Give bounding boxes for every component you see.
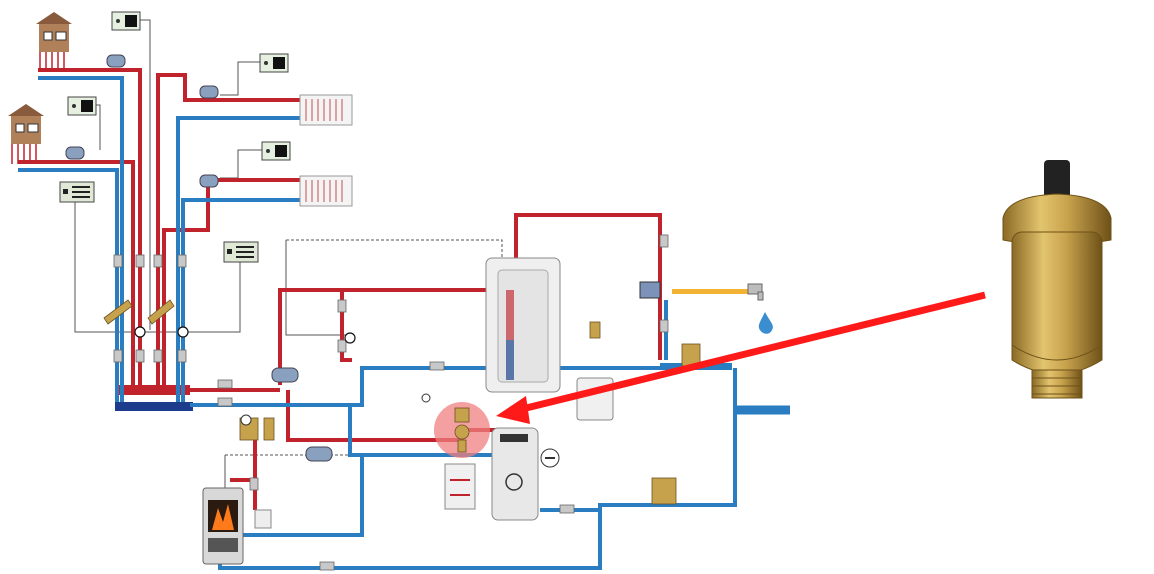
highlighted-valve-group	[454, 407, 470, 453]
house-icon	[36, 12, 72, 72]
heat-pump-icon	[491, 427, 560, 521]
pumps	[134, 326, 356, 344]
red-arrow	[509, 291, 986, 416]
hot-water-cylinder	[444, 463, 476, 510]
controller-icon	[223, 241, 259, 263]
thermostat-icon	[67, 96, 97, 116]
thermostat-icon	[261, 141, 291, 161]
hot-manifold	[118, 385, 190, 395]
wood-stove-icon	[202, 487, 244, 565]
thermometer-icon	[421, 393, 431, 403]
pressure-reducing-valve	[651, 343, 701, 505]
pressure-gauge-icon	[240, 414, 252, 426]
small-valves	[113, 234, 669, 571]
red-arrow-head	[496, 396, 530, 424]
cold-pipes	[18, 76, 790, 570]
yellow-supply-pipe	[672, 289, 752, 294]
house-icon	[8, 104, 44, 164]
water-drop-icon	[758, 312, 773, 334]
thermostat-icon	[259, 53, 289, 73]
cold-manifold	[115, 402, 193, 411]
water-tap-icon	[747, 283, 773, 334]
expansion-vessel	[576, 377, 614, 421]
small-vessel	[254, 509, 272, 529]
radiator-icon	[299, 175, 353, 207]
mixing-valves	[65, 54, 333, 462]
thermostat-icon	[111, 11, 141, 31]
tap-valve	[639, 281, 661, 299]
brass-valves	[103, 299, 175, 325]
radiator-icon	[299, 94, 353, 126]
storage-tank-icon	[485, 257, 561, 393]
automatic-air-vent-icon	[1002, 160, 1112, 399]
hot-pipes	[18, 68, 662, 510]
controller-icon	[59, 181, 95, 203]
